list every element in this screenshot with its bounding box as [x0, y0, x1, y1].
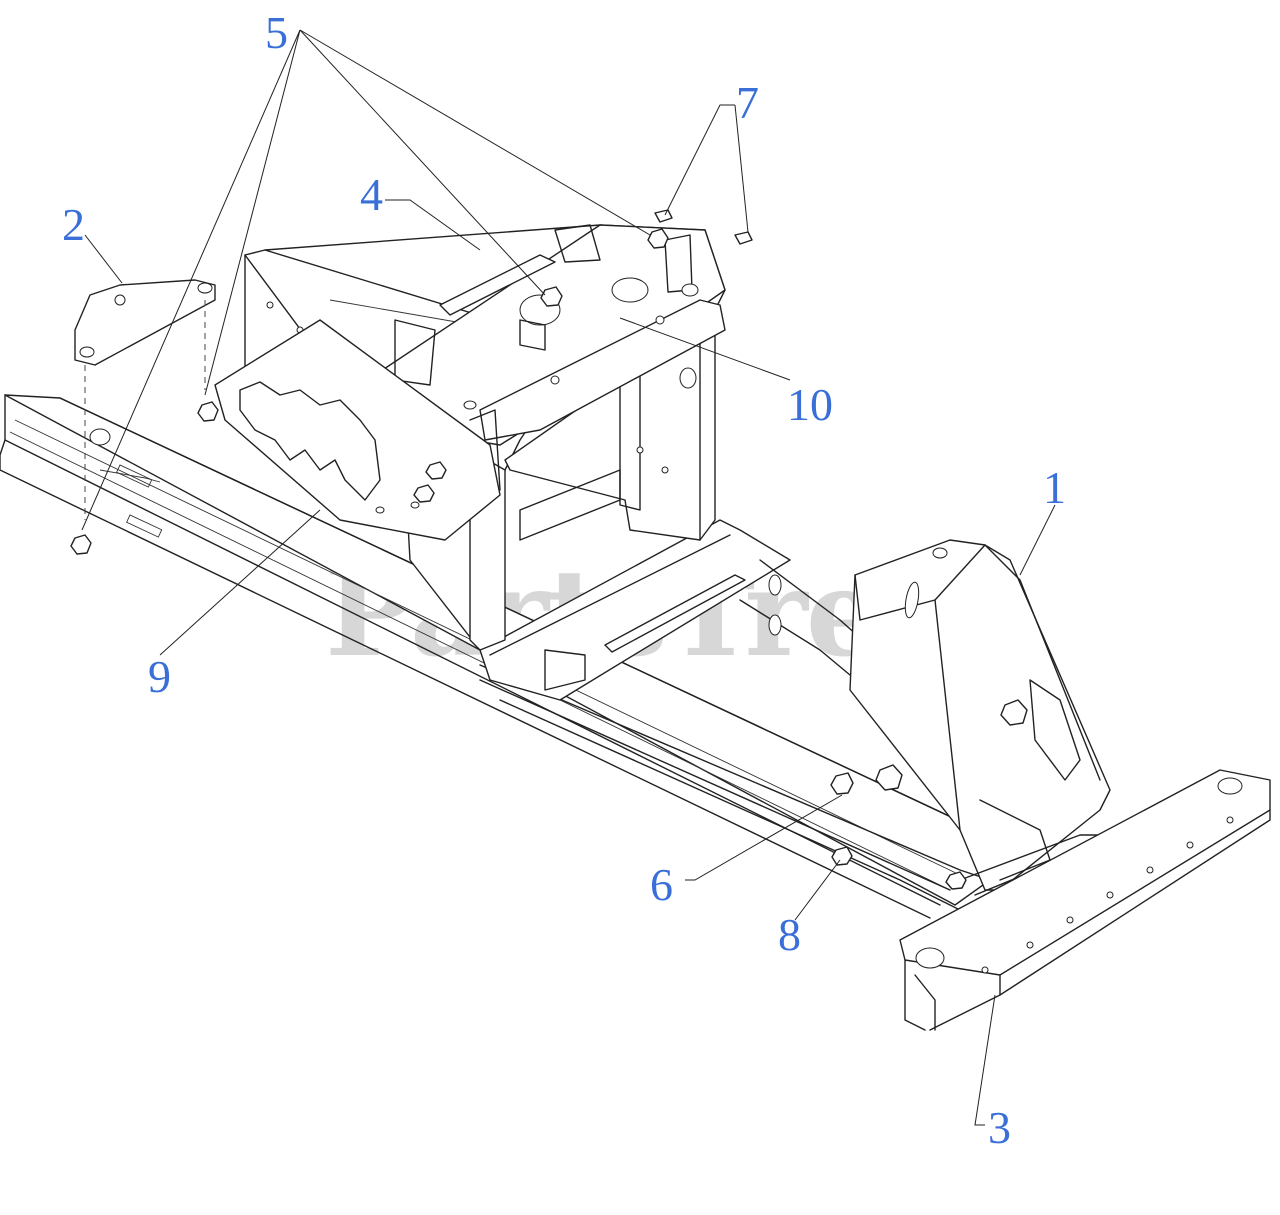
callout-10: 10 — [787, 379, 833, 430]
callout-2: 2 — [62, 199, 85, 250]
bolt-9b — [413, 484, 435, 503]
bolt-7b — [734, 231, 753, 245]
callouts: 5 7 4 2 10 1 9 6 8 3 — [62, 7, 1066, 1153]
callout-3: 3 — [988, 1102, 1011, 1153]
bolt-5a — [197, 401, 219, 422]
callout-7: 7 — [736, 77, 759, 128]
leader-lines — [81, 29, 1056, 1126]
callout-4: 4 — [360, 169, 383, 220]
callout-6: 6 — [650, 859, 673, 910]
bolt-5b — [70, 534, 92, 555]
front-cross-beam — [899, 769, 1271, 1031]
fasteners — [70, 209, 967, 890]
bolt-6 — [830, 772, 854, 795]
nut-front — [945, 871, 967, 890]
callout-8: 8 — [778, 909, 801, 960]
callout-9: 9 — [148, 651, 171, 702]
callout-5: 5 — [265, 7, 288, 58]
callout-1: 1 — [1043, 462, 1066, 513]
nut-8 — [831, 846, 853, 866]
axle-bracket — [849, 539, 1111, 891]
bolt-5c — [540, 286, 563, 307]
bolt-5d — [647, 228, 669, 249]
seat-top-panel — [374, 224, 726, 446]
mounting-plate — [74, 279, 216, 520]
bolt-7a — [654, 209, 673, 223]
bolt-9a — [425, 461, 447, 480]
